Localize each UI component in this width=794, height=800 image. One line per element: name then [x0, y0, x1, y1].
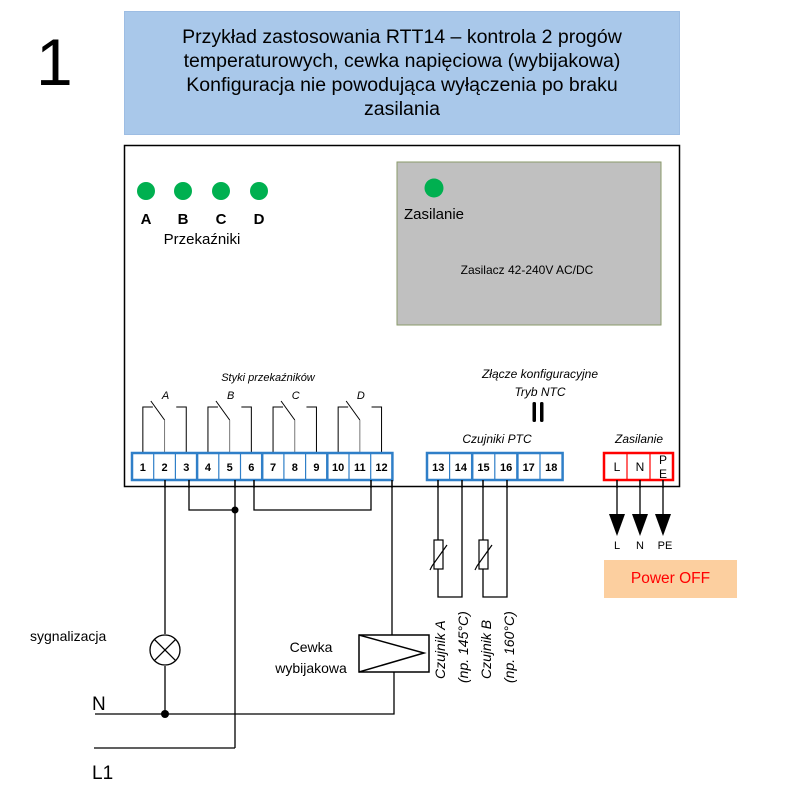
- terminal-16: 16: [500, 462, 512, 474]
- led-label-a: A: [141, 211, 152, 228]
- relay-contacts-caption: Styki przekaźników: [221, 372, 316, 384]
- title-line-4: zasilania: [364, 98, 440, 120]
- coil-label-2: wybijakowa: [274, 660, 347, 676]
- junction-dot: [161, 710, 169, 718]
- led-c-icon: [212, 182, 230, 200]
- terminal-9: 9: [313, 462, 319, 474]
- contact-blade-icon: [345, 400, 361, 421]
- terminal-13: 13: [432, 462, 444, 474]
- terminal-1: 1: [140, 462, 146, 474]
- led-label-b: B: [178, 211, 189, 228]
- title-line-2: temperaturowych, cewka napięciowa (wybij…: [183, 50, 621, 72]
- terminal-pe-p: P: [659, 453, 667, 467]
- supply-arrows: [609, 514, 671, 536]
- terminal-15: 15: [477, 462, 489, 474]
- signal-lamp-icon: [149, 634, 181, 666]
- thermistor-a-icon: [429, 539, 448, 571]
- sensor-a-label-1: Czujnik A: [432, 620, 448, 679]
- title-line-1: Przykład zastosowania RTT14 – kontrola 2…: [182, 26, 622, 48]
- terminal-pe-e: E: [659, 467, 667, 481]
- sensor-b-label-2: (np. 160°C): [501, 611, 517, 683]
- page-number: 1: [36, 25, 73, 99]
- terminal-10: 10: [332, 462, 344, 474]
- supply-caption: Zasilanie: [614, 432, 663, 446]
- terminal-5: 5: [227, 462, 233, 474]
- contact-nc-lead: [207, 406, 218, 453]
- terminal-17: 17: [523, 462, 535, 474]
- led-label-d: D: [254, 211, 265, 228]
- contact-label-c: C: [292, 390, 300, 402]
- terminal-11: 11: [354, 462, 366, 474]
- led-label-c: C: [216, 211, 227, 228]
- contact-blade-icon: [150, 400, 165, 421]
- config-connector: Złącze konfiguracyjne Tryb NTC: [481, 367, 598, 422]
- arrow-n-icon: [632, 514, 648, 536]
- relay-leds: A B C D Przekaźniki: [137, 182, 268, 248]
- led-a-icon: [137, 182, 155, 200]
- arrow-label-n: N: [636, 540, 644, 552]
- contact-label-d: D: [357, 390, 365, 402]
- power-status-badge: Power OFF: [604, 560, 737, 598]
- contact-blade-icon: [215, 400, 231, 421]
- wire-t3-bridge: [188, 480, 235, 511]
- contact-nc-lead: [337, 406, 349, 453]
- terminal-4: 4: [205, 462, 212, 474]
- wire-n: [95, 672, 395, 715]
- terminal-n: N: [636, 460, 645, 474]
- terminal-8: 8: [292, 462, 298, 474]
- contact-label-b: B: [227, 390, 234, 402]
- relay-contacts: A B C D: [142, 390, 383, 453]
- line-l1-label: L1: [92, 763, 113, 784]
- supply-terminal-strip: [602, 451, 675, 482]
- sensor-b-label-1: Czujnik B: [478, 620, 494, 679]
- title-box: Przykład zastosowania RTT14 – kontrola 2…: [124, 11, 680, 135]
- line-n-label: N: [92, 694, 106, 715]
- sensor-a-label-2: (np. 145°C): [455, 611, 471, 683]
- wire-sensor-b-loop: [482, 480, 508, 598]
- config-connector-caption-2: Tryb NTC: [514, 385, 565, 399]
- arrow-pe-icon: [655, 514, 671, 536]
- arrow-label-l: L: [614, 540, 620, 552]
- contact-no-lead: [371, 406, 383, 453]
- contact-label-a: A: [161, 390, 169, 402]
- title-line-3: Konfiguracja nie powodująca wyłączenia p…: [186, 74, 618, 96]
- jumper-pin-right-icon: [540, 402, 544, 422]
- terminal-12: 12: [375, 462, 387, 474]
- contact-blade-icon: [280, 400, 296, 421]
- terminal-6: 6: [248, 462, 254, 474]
- thermistor-b-icon: [474, 539, 493, 571]
- contact-nc-lead: [272, 406, 284, 453]
- led-d-icon: [250, 182, 268, 200]
- power-supply-module: Zasilanie Zasilacz 42-240V AC/DC: [396, 161, 662, 326]
- junction-dot: [231, 506, 239, 514]
- wire-t6-t11-bridge: [253, 480, 372, 511]
- external-wiring: [94, 480, 664, 749]
- trip-coil-icon: [358, 634, 430, 673]
- jumper-pin-left-icon: [532, 402, 536, 422]
- config-connector-caption-1: Złącze konfiguracyjne: [481, 367, 598, 381]
- contact-no-lead: [176, 406, 187, 453]
- led-b-icon: [174, 182, 192, 200]
- power-supply-label: Zasilacz 42-240V AC/DC: [461, 263, 594, 277]
- arrow-label-pe: PE: [658, 540, 673, 552]
- wire-sensor-a-loop: [437, 480, 463, 598]
- terminal-7: 7: [270, 462, 276, 474]
- terminal-14: 14: [455, 462, 468, 474]
- power-led-icon: [424, 178, 444, 198]
- power-led-label: Zasilanie: [404, 206, 464, 223]
- terminal-2: 2: [161, 462, 167, 474]
- contact-no-lead: [306, 406, 317, 453]
- terminal-l: L: [614, 460, 621, 474]
- lamp-label: sygnalizacja: [30, 628, 106, 644]
- arrow-l-icon: [609, 514, 625, 536]
- terminal-18: 18: [545, 462, 557, 474]
- contact-no-lead: [241, 406, 252, 453]
- relay-leds-caption: Przekaźniki: [164, 231, 241, 248]
- terminal-3: 3: [183, 462, 189, 474]
- ptc-caption: Czujniki PTC: [462, 432, 532, 446]
- coil-label-1: Cewka: [290, 639, 333, 655]
- contact-nc-lead: [142, 406, 153, 453]
